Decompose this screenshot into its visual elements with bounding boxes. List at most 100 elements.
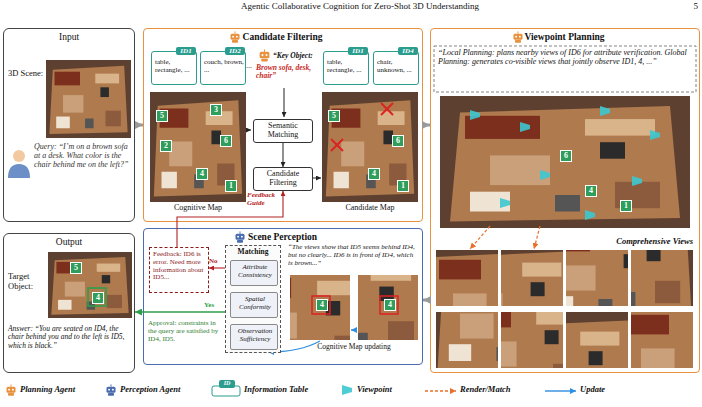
connector	[423, 124, 430, 127]
highlight-box	[312, 296, 330, 314]
process-box: Candidate Filtering	[253, 167, 313, 191]
field-label: 3D Scene:	[8, 69, 44, 79]
reject-stroke	[331, 139, 343, 151]
user-icon	[8, 150, 30, 178]
callout-number: 1	[620, 200, 632, 212]
highlight-box	[380, 296, 398, 314]
viewpoint-shape	[470, 110, 480, 120]
view-thumbnail	[557, 208, 697, 320]
user-body	[8, 164, 30, 178]
legend-tag: ID	[219, 380, 235, 387]
panel-title: Viewpoint Planning	[431, 32, 698, 43]
candidate-map	[322, 92, 418, 202]
matching-box: MatchingAttribute ConsistencySpatial Con…	[225, 245, 281, 353]
map-caption: Candidate Map	[322, 204, 418, 213]
criterion-box: Observation Sufficiency	[230, 324, 278, 350]
view-thumbnail	[499, 312, 639, 407]
reject-stroke	[381, 103, 393, 115]
table-text: chair, unknown, ...	[377, 59, 417, 75]
table-text: table, rectangle, ...	[155, 59, 195, 75]
view-render	[557, 208, 697, 320]
callout-number: 6	[220, 135, 232, 147]
id-tag: ID1	[176, 47, 196, 55]
perception-note: “The views show that ID5 seems behind ID…	[288, 244, 418, 267]
feedback-text: Feedback: ID6 is error. Need more inform…	[153, 251, 206, 282]
callout-number: 3	[210, 104, 222, 116]
ellipsis: ...	[246, 62, 256, 71]
target-box	[88, 288, 106, 306]
callout-number: 4	[585, 185, 597, 197]
map-caption: Cognitive Map	[150, 204, 246, 213]
legend-text: Information Table	[244, 385, 308, 395]
legend-text: Perception Agent	[120, 385, 180, 395]
id-tag: ID4	[398, 47, 418, 55]
info-table: ID4chair, unknown, ...	[373, 51, 419, 85]
answer-text: Answer: “You are seated on ID4, the chai…	[8, 325, 132, 350]
callout-number: 6	[560, 150, 572, 162]
callout-number: 2	[160, 140, 172, 152]
view-render	[613, 298, 702, 407]
matching-title: Matching	[226, 248, 280, 256]
id-tag: ID2	[225, 47, 245, 55]
note-frame	[434, 46, 696, 92]
callout-number: 5	[70, 262, 82, 274]
info-table: ID1table, rectangle, ...	[151, 51, 197, 85]
legend-text: Update	[580, 385, 605, 395]
reject-stroke	[381, 103, 393, 115]
running-header: Agentic Collaborative Cognition for Zero…	[150, 1, 570, 11]
legend-text: Render/Match	[460, 385, 511, 395]
callout-number: 1	[397, 180, 409, 192]
callout-number: 1	[225, 180, 237, 192]
viewpoint-set	[470, 106, 660, 220]
connector	[135, 311, 225, 313]
legend-sample	[107, 384, 116, 395]
scene-render	[440, 96, 690, 228]
callout-number: 4	[316, 299, 328, 311]
callout-number: 4	[368, 168, 380, 180]
edge-label: Yes	[204, 302, 222, 310]
user-head	[13, 150, 25, 162]
criterion-text: Spatial Conformity	[231, 296, 279, 312]
viewpoint-shape	[500, 198, 510, 208]
planning-agent-icon	[514, 31, 523, 42]
input-panel: Input 3D Scene: Query: “I’m on a brown sof…	[3, 28, 135, 222]
panel-title: Candidate Filtering	[144, 32, 421, 43]
view-render	[499, 312, 639, 407]
legend-text: Planning Agent	[20, 385, 75, 395]
callout-number: 5	[328, 110, 340, 122]
query-text: Query: “I’m on a brown sofa at a desk. W…	[34, 143, 132, 170]
legend-sample	[342, 385, 352, 395]
field-label: Target Object:	[8, 272, 48, 291]
legend-sample	[425, 390, 456, 391]
output-panel: OutputTarget Object:Answer: “You are sea…	[3, 233, 135, 373]
planning-agent-icon	[260, 49, 270, 61]
agent-speech: “Key Object:	[273, 52, 323, 60]
map-caption: Cognitive Map updating	[290, 343, 418, 351]
callout-number: 4	[196, 168, 208, 180]
criterion-box: Attribute Consistency	[230, 260, 278, 286]
connector	[423, 299, 430, 302]
callout-number: 6	[392, 135, 404, 147]
agent-speech: Brown sofa, desk, chair”	[256, 64, 322, 81]
connector	[283, 143, 284, 167]
viewpoint-shape	[650, 130, 660, 140]
flow-arrow	[246, 130, 251, 131]
panel-title: Input	[4, 32, 134, 43]
connector	[135, 124, 143, 127]
viewpoint-shape	[520, 122, 530, 132]
plan-note: “Local Planning: plans nearby views of I…	[438, 49, 692, 67]
process-box: Semantic Matching	[253, 119, 313, 143]
render-arrow	[534, 226, 540, 249]
viewpoint-shape	[600, 106, 610, 116]
edge-label: No	[209, 258, 223, 266]
page-number: 5	[680, 1, 698, 11]
viewpoint-shape	[632, 176, 642, 186]
reject-mark	[331, 103, 393, 151]
perception-agent-icon	[236, 231, 245, 242]
cognitive-map	[150, 92, 246, 202]
section-caption: Comprehensive Views	[559, 237, 693, 247]
table-text: couch, brown, ...	[204, 59, 244, 75]
planning-agent-icon	[231, 31, 240, 42]
legend-sample	[219, 380, 235, 388]
